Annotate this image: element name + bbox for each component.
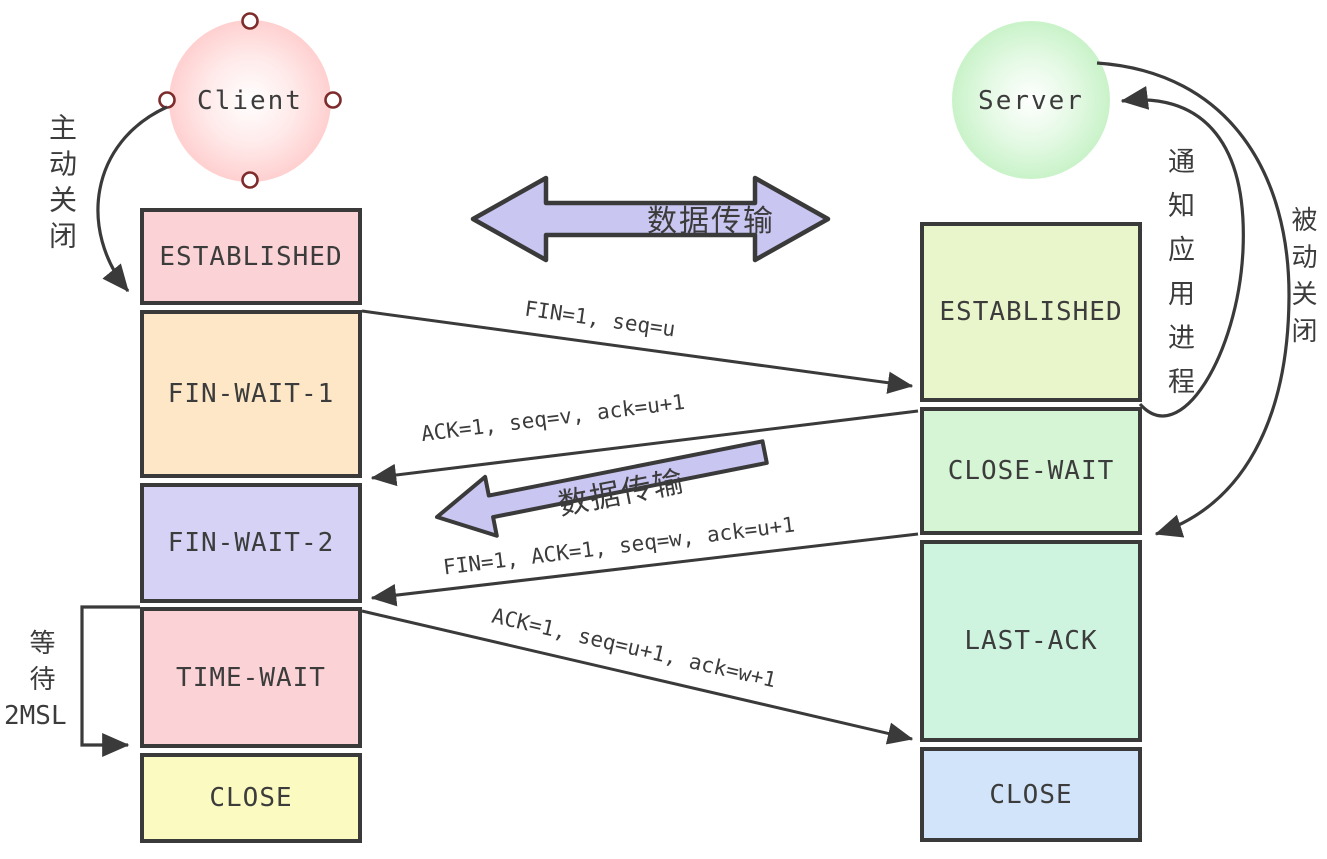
wait-2msl-label: 2MSL <box>4 701 67 731</box>
notify-app-label: 通知应用进程 <box>1163 147 1194 411</box>
state-box-client-time-wait: TIME-WAIT <box>140 607 362 748</box>
state-label: TIME-WAIT <box>176 662 326 693</box>
msg-label-fin: FIN=1, seq=u <box>523 296 677 342</box>
handle-right-icon <box>324 91 342 109</box>
state-box-server-close: CLOSE <box>920 747 1142 842</box>
wait-label: 等待 <box>25 629 55 701</box>
msg-label-ack1: ACK=1, seq=v, ack=u+1 <box>419 389 687 447</box>
state-box-server-close-wait: CLOSE-WAIT <box>920 407 1142 535</box>
handle-top-icon <box>241 12 259 30</box>
active-close-label: 主动关闭 <box>45 113 78 257</box>
passive-close-label: 被动关闭 <box>1287 206 1317 354</box>
handle-bottom-icon <box>241 171 259 189</box>
state-box-client-fin-wait-2: FIN-WAIT-2 <box>140 483 362 603</box>
state-label: LAST-ACK <box>964 626 1098 656</box>
data-transfer-top-label: 数据传输 <box>647 204 775 239</box>
state-label: CLOSE <box>209 783 293 813</box>
state-box-client-close: CLOSE <box>140 753 362 843</box>
data-transfer-mid-label: 数据传输 <box>555 464 688 523</box>
state-label: FIN-WAIT-2 <box>167 528 335 558</box>
msg-line-ack2 <box>361 609 914 745</box>
handle-left-icon <box>158 91 176 109</box>
state-box-server-established: ESTABLISHED <box>920 222 1142 402</box>
wait-2msl-arrow <box>80 605 140 757</box>
msg-label-ack2: ACK=1, seq=u+1, ack=w+1 <box>489 603 779 693</box>
state-box-client-established: ESTABLISHED <box>140 208 362 305</box>
client-node-label: Client <box>197 86 303 116</box>
state-box-client-fin-wait-1: FIN-WAIT-1 <box>140 310 362 478</box>
state-label: CLOSE-WAIT <box>947 456 1115 486</box>
server-node-label: Server <box>978 86 1084 116</box>
msg-label-finack: FIN=1, ACK=1, seq=w, ack=u+1 <box>441 512 797 580</box>
state-label: FIN-WAIT-1 <box>167 379 335 409</box>
state-label: ESTABLISHED <box>159 241 343 272</box>
state-label: CLOSE <box>989 779 1073 810</box>
state-box-server-last-ack: LAST-ACK <box>920 540 1142 742</box>
state-label: ESTABLISHED <box>939 297 1123 327</box>
